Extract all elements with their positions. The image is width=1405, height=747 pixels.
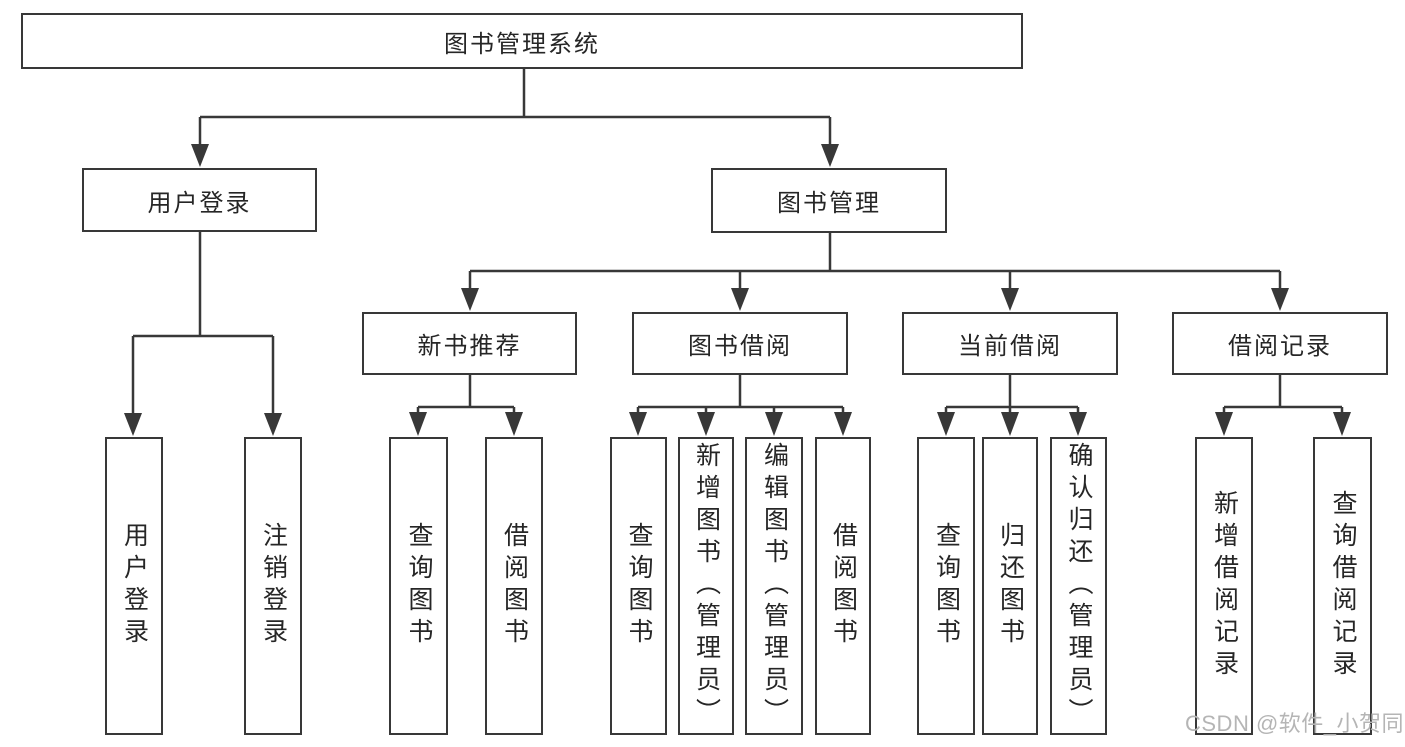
leaf-query-borrow-record: 查询借阅记录: [1313, 437, 1372, 735]
node-new-book-recommend: 新书推荐: [362, 312, 577, 375]
leaf-add-book-admin-label: 新增图书（管理员）: [692, 442, 721, 730]
leaf-return-book: 归还图书: [982, 437, 1038, 735]
leaf-borrow-books-borrow: 借阅图书: [815, 437, 871, 735]
leaf-add-borrow-record: 新增借阅记录: [1195, 437, 1253, 735]
leaf-borrow-books-borrow-label: 借阅图书: [829, 522, 858, 650]
leaf-add-borrow-record-label: 新增借阅记录: [1210, 490, 1239, 682]
node-root-library-management-system: 图书管理系统: [21, 13, 1023, 69]
leaf-query-borrow-record-label: 查询借阅记录: [1329, 490, 1357, 682]
leaf-borrow-books-recommend-label: 借阅图书: [500, 522, 529, 650]
leaf-query-books-current: 查询图书: [917, 437, 975, 735]
leaf-query-books-current-label: 查询图书: [932, 522, 961, 650]
leaf-borrow-books-recommend: 借阅图书: [485, 437, 543, 735]
node-borrow-records: 借阅记录: [1172, 312, 1388, 375]
leaf-confirm-return-admin-label: 确认归还（管理员）: [1065, 442, 1093, 730]
leaf-query-books-recommend-label: 查询图书: [405, 522, 433, 650]
leaf-logout: 注销登录: [244, 437, 302, 735]
leaf-return-book-label: 归还图书: [996, 522, 1025, 650]
csdn-watermark: CSDN @软件_小贺同学: [1185, 711, 1405, 736]
leaf-add-book-admin: 新增图书（管理员）: [678, 437, 734, 735]
node-book-borrow: 图书借阅: [632, 312, 848, 375]
leaf-query-books-borrow-label: 查询图书: [625, 522, 653, 650]
leaf-user-login-label: 用户登录: [120, 522, 149, 650]
leaf-edit-book-admin-label: 编辑图书（管理员）: [760, 442, 789, 730]
leaf-edit-book-admin: 编辑图书（管理员）: [745, 437, 803, 735]
leaf-confirm-return-admin: 确认归还（管理员）: [1050, 437, 1107, 735]
leaf-logout-label: 注销登录: [259, 522, 288, 650]
leaf-query-books-recommend: 查询图书: [389, 437, 448, 735]
leaf-query-books-borrow: 查询图书: [610, 437, 667, 735]
leaf-user-login: 用户登录: [105, 437, 163, 735]
node-book-management: 图书管理: [711, 168, 947, 233]
node-current-borrow: 当前借阅: [902, 312, 1118, 375]
node-user-login: 用户登录: [82, 168, 317, 232]
